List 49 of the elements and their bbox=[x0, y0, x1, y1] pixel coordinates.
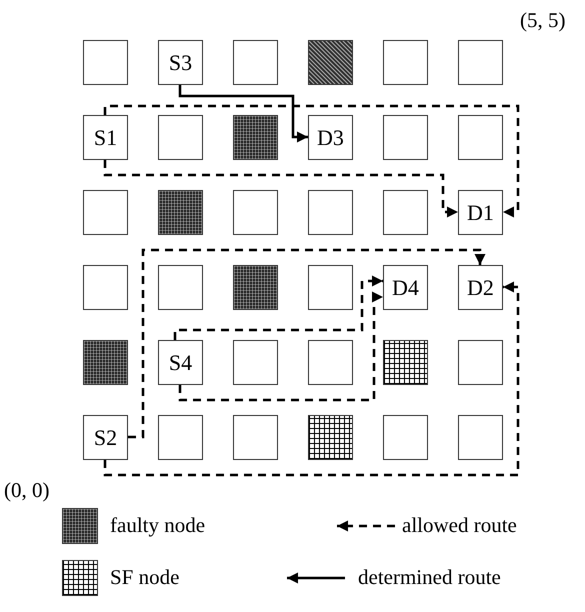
sf-node bbox=[383, 340, 428, 385]
empty-node bbox=[158, 265, 203, 310]
labeled-node: D2 bbox=[458, 265, 503, 310]
labeled-node: D1 bbox=[458, 190, 503, 235]
empty-node bbox=[383, 115, 428, 160]
faulty-node bbox=[83, 340, 128, 385]
faulty-node bbox=[233, 115, 278, 160]
legend-label: determined route bbox=[358, 565, 501, 590]
empty-node bbox=[233, 415, 278, 460]
legend-label: allowed route bbox=[402, 513, 517, 538]
labeled-node: S3 bbox=[158, 40, 203, 85]
labeled-node: S1 bbox=[83, 115, 128, 160]
legend-label: faulty node bbox=[110, 513, 206, 538]
solid-route-arrow bbox=[178, 85, 308, 142]
empty-node bbox=[458, 115, 503, 160]
dashed-route-arrow bbox=[174, 276, 383, 340]
empty-node bbox=[158, 415, 203, 460]
faulty-node bbox=[158, 190, 203, 235]
dashed-route-arrow bbox=[178, 292, 383, 402]
faulty-node bbox=[233, 265, 278, 310]
coordinate-label: (5, 5) bbox=[520, 8, 566, 33]
empty-node bbox=[83, 190, 128, 235]
dashed-route-arrow bbox=[104, 104, 520, 218]
dashed-route-arrow bbox=[104, 160, 458, 218]
empty-node bbox=[308, 190, 353, 235]
empty-node bbox=[458, 340, 503, 385]
empty-node bbox=[233, 40, 278, 85]
empty-node bbox=[383, 40, 428, 85]
empty-node bbox=[458, 40, 503, 85]
empty-node bbox=[158, 115, 203, 160]
dashed-route-arrow bbox=[104, 282, 520, 476]
empty-node bbox=[458, 415, 503, 460]
labeled-node: S2 bbox=[83, 415, 128, 460]
legend-label: SF node bbox=[110, 565, 180, 590]
coordinate-label: (0, 0) bbox=[4, 478, 50, 503]
empty-node bbox=[383, 415, 428, 460]
empty-node bbox=[308, 265, 353, 310]
empty-node bbox=[233, 340, 278, 385]
empty-node bbox=[83, 265, 128, 310]
labeled-node: D3 bbox=[308, 115, 353, 160]
hatched-faulty-node bbox=[308, 40, 353, 85]
dashed-route-arrow bbox=[128, 248, 486, 438]
empty-node bbox=[83, 40, 128, 85]
labeled-node: S4 bbox=[158, 340, 203, 385]
sf-node bbox=[308, 415, 353, 460]
empty-node bbox=[233, 190, 278, 235]
empty-node bbox=[383, 190, 428, 235]
labeled-node: D4 bbox=[383, 265, 428, 310]
empty-node bbox=[308, 340, 353, 385]
